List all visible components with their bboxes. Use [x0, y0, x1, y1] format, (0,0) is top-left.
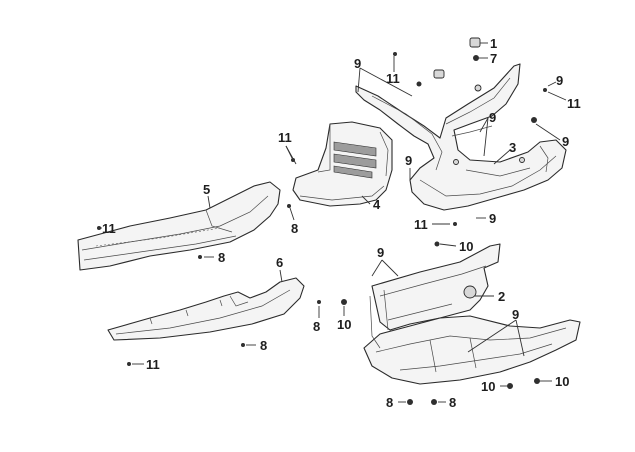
callout-11: 11: [567, 96, 581, 111]
front-leg-shield-part-3: [355, 63, 567, 211]
side-cover-part-6: [107, 277, 305, 341]
screw-icon: [198, 255, 202, 259]
callout-8: 8: [449, 395, 456, 410]
screw-icon: [543, 88, 547, 92]
screw-icon: [317, 300, 321, 304]
callout-4: 4: [373, 197, 381, 212]
screw-icon: [531, 117, 537, 123]
screw-icon: [507, 383, 513, 389]
screw-icon: [341, 299, 347, 305]
leader-lines: [97, 42, 567, 403]
screw-icon: [241, 343, 245, 347]
callout-11: 11: [278, 130, 292, 145]
callout-9: 9: [354, 56, 361, 71]
screw-icon: [393, 52, 397, 56]
screw-icon: [416, 81, 422, 87]
callout-5: 5: [203, 182, 210, 197]
fasteners: [97, 37, 547, 405]
floor-panel-part-2: [371, 243, 501, 331]
callout-8: 8: [218, 250, 225, 265]
callout-11: 11: [386, 71, 400, 86]
callout-2: 2: [498, 289, 505, 304]
screw-icon: [127, 362, 131, 366]
callout-8: 8: [291, 221, 298, 236]
clip-icon: [469, 37, 481, 48]
screw-icon: [434, 241, 440, 247]
callout-11: 11: [102, 221, 116, 236]
callout-labels: 1 7 9 11 9 11 9 9 11 9 3 5 4 8 11 9 11 8…: [102, 36, 581, 410]
callout-10: 10: [337, 317, 351, 332]
callout-1: 1: [490, 36, 497, 51]
under-cover-lower: [363, 289, 581, 385]
callout-10: 10: [555, 374, 569, 389]
callout-8: 8: [313, 319, 320, 334]
callout-9: 9: [556, 73, 563, 88]
screw-icon: [473, 55, 479, 61]
callout-9: 9: [489, 110, 496, 125]
callout-9: 9: [562, 134, 569, 149]
callout-11: 11: [146, 357, 160, 372]
callout-10: 10: [481, 379, 495, 394]
callout-9: 9: [489, 211, 496, 226]
callout-9: 9: [512, 307, 519, 322]
callout-8: 8: [386, 395, 393, 410]
callout-8: 8: [260, 338, 267, 353]
screw-icon: [431, 399, 437, 405]
callout-6: 6: [276, 255, 283, 270]
callout-10: 10: [459, 239, 473, 254]
screw-icon: [287, 204, 291, 208]
screw-icon: [453, 222, 457, 226]
side-rail-part-5: [77, 181, 281, 271]
callout-7: 7: [490, 51, 497, 66]
clip-icon: [433, 69, 445, 79]
callout-9: 9: [405, 153, 412, 168]
callout-9: 9: [377, 245, 384, 260]
callout-11: 11: [414, 217, 428, 232]
callout-3: 3: [509, 140, 516, 155]
front-inner-shield-part-4: [292, 121, 393, 207]
screw-icon: [534, 378, 540, 384]
screw-icon: [407, 399, 413, 405]
